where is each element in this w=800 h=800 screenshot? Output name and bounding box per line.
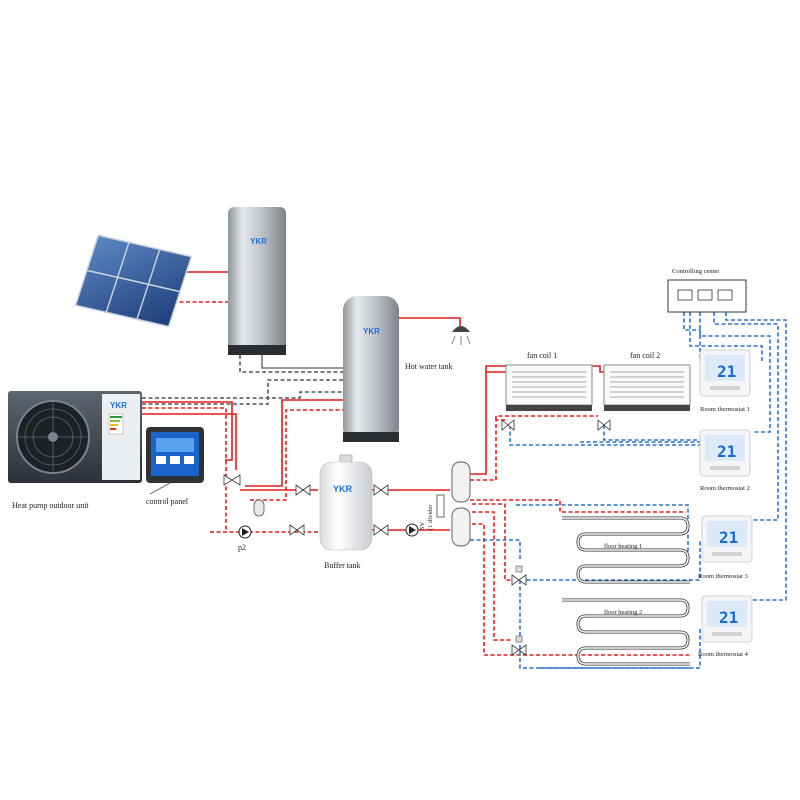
valve-icon	[289, 484, 389, 536]
fan-coil-1-label: fan coil 1	[527, 351, 557, 360]
buffer-tank-label: Buffer tank	[324, 561, 361, 570]
solar-water-tank: YKR	[228, 207, 286, 355]
room-thermostat-3: 21	[701, 515, 753, 563]
fan-coil-2-label: fan coil 2	[630, 351, 660, 360]
floor-heating-2-label: floor heating 2	[604, 609, 642, 616]
floor-heating-1-label: floor heating 1	[604, 543, 642, 550]
controlling-center-label: Controlling center	[672, 268, 720, 275]
floor-heating-2	[562, 598, 690, 666]
room-thermostat-2-label: Room thermostat 2	[700, 485, 750, 492]
hot-water-tank-logo: YKR	[363, 327, 380, 336]
sv-label: SV	[419, 521, 426, 530]
thermostat-4-display: 21	[719, 608, 738, 627]
buffer-tank: YKR	[319, 454, 373, 551]
valve-icon	[597, 419, 611, 431]
valve-icon	[223, 474, 241, 486]
control-panel	[146, 427, 204, 495]
pump-icon	[405, 523, 419, 537]
valve-icon	[511, 565, 527, 656]
control-panel-label: control panel	[146, 497, 189, 506]
buffer-tank-logo: YKR	[333, 484, 353, 494]
tank-brand-logo: YKR	[250, 237, 267, 246]
room-thermostat-3-label: Room thermostat 3	[698, 573, 748, 580]
distributor-label: (1 divider	[427, 504, 434, 530]
thermostat-3-display: 21	[719, 528, 738, 547]
room-thermostat-1-label: Room thermostat 1	[700, 406, 750, 413]
fan-icon	[16, 400, 90, 474]
room-thermostat-4-label: Room thermostat 4	[698, 651, 749, 658]
thermostat-2-display: 21	[717, 442, 736, 461]
fan-coil-2	[603, 364, 691, 411]
controlling-center	[667, 279, 747, 313]
hot-water-tank-label: Hot water tank	[405, 362, 453, 371]
shower-icon	[451, 326, 471, 345]
room-thermostat-1: 21	[699, 349, 751, 397]
valve-icon	[501, 419, 515, 431]
manifold	[436, 461, 471, 547]
solar-panel-icon	[74, 234, 193, 328]
pump-label-p2: p2	[238, 543, 246, 552]
room-thermostat-4: 21	[701, 595, 753, 643]
floor-heating-1	[562, 516, 690, 584]
pump-icon	[238, 525, 252, 539]
hot-water-tank: YKR	[343, 296, 399, 442]
expansion-vessel-icon	[253, 499, 265, 517]
heat-pump-outdoor-unit: YKR	[8, 391, 142, 483]
thermostat-1-display: 21	[717, 362, 736, 381]
fan-coil-1	[505, 364, 593, 411]
heat-pump-logo: YKR	[110, 401, 127, 410]
room-thermostat-2: 21	[699, 429, 751, 477]
heat-pump-label: Heat pump outdoor unit	[12, 501, 89, 510]
